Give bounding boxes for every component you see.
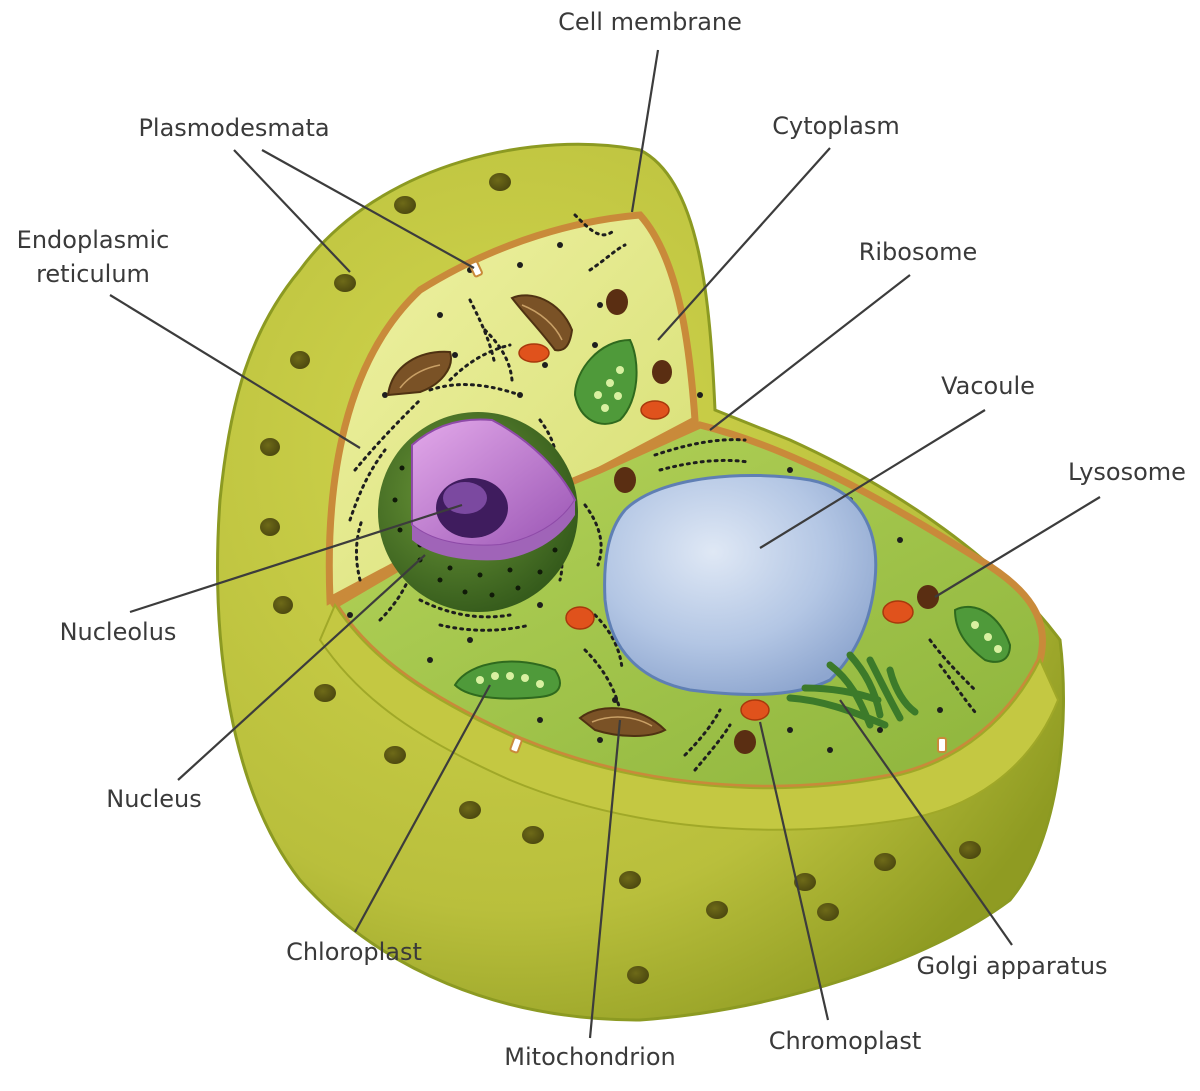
label-mitochondrion: Mitochondrion <box>504 1043 676 1071</box>
label-golgi-apparatus: Golgi apparatus <box>916 952 1108 980</box>
label-lysosome: Lysosome <box>1068 458 1186 486</box>
label-cytoplasm: Cytoplasm <box>772 112 900 140</box>
label-vacoule: Vacoule <box>941 372 1035 400</box>
nucleolus <box>436 478 508 538</box>
label-nucleus: Nucleus <box>106 785 202 813</box>
label-endoplasmic-reticulum-line2: reticulum <box>36 260 150 288</box>
plasmodesmata-notches <box>469 260 947 754</box>
mitochondria <box>386 294 667 737</box>
dark-vesicles <box>606 289 939 754</box>
chloroplasts <box>453 338 1012 700</box>
chromoplasts <box>518 343 914 721</box>
label-ribosome: Ribosome <box>858 238 978 266</box>
label-chromoplast: Chromoplast <box>768 1027 922 1055</box>
plasmodesmata-holes <box>260 173 981 984</box>
label-chloroplast: Chloroplast <box>286 938 422 966</box>
vacuole <box>603 473 878 696</box>
label-nucleolus: Nucleolus <box>59 618 177 646</box>
golgi-apparatus <box>786 651 919 729</box>
label-cell-membrane: Cell membrane <box>558 8 742 36</box>
ribosomes <box>347 242 943 753</box>
label-endoplasmic-reticulum-line1: Endoplasmic <box>16 226 170 254</box>
label-plasmodesmata: Plasmodesmata <box>138 114 330 142</box>
cell-wall-front-rim <box>318 602 1060 831</box>
leader-lines <box>109 49 1101 1039</box>
nucleus <box>378 412 578 612</box>
